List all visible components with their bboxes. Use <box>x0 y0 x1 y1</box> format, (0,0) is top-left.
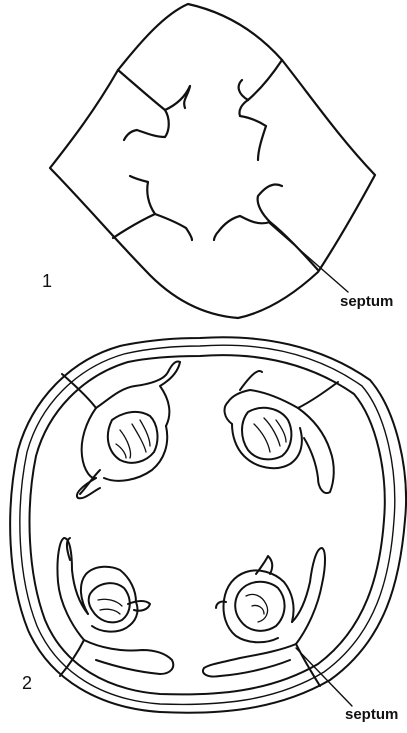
figure-2-number: 2 <box>22 674 32 692</box>
fig1-placenta-bottom-left <box>130 176 192 240</box>
fig1-septum-bottom-left <box>113 214 155 238</box>
figure-1-septum-label: septum <box>340 294 393 309</box>
fig2-septum-leader <box>296 648 352 706</box>
figure-2-cross-section <box>10 337 406 713</box>
figure-1-number: 1 <box>42 272 52 290</box>
fig2-outer-wall-mid <box>20 345 395 704</box>
fig1-placenta-top-left <box>124 86 190 140</box>
fig1-septum-top-left <box>118 70 165 110</box>
fig2-locule-top-left <box>62 361 180 498</box>
fig1-placenta-top-right <box>239 80 266 160</box>
fig1-placenta-bottom-right <box>214 184 282 240</box>
figure-2-septum-label: septum <box>345 707 398 722</box>
fig2-locule-bottom-left <box>57 538 173 676</box>
figure-1-cross-section <box>50 4 375 318</box>
fig2-locule-top-right <box>225 371 338 493</box>
fig2-locule-bottom-right <box>203 548 325 686</box>
fig1-outer-wall <box>50 4 375 318</box>
fig1-septum-top-right <box>248 60 282 100</box>
